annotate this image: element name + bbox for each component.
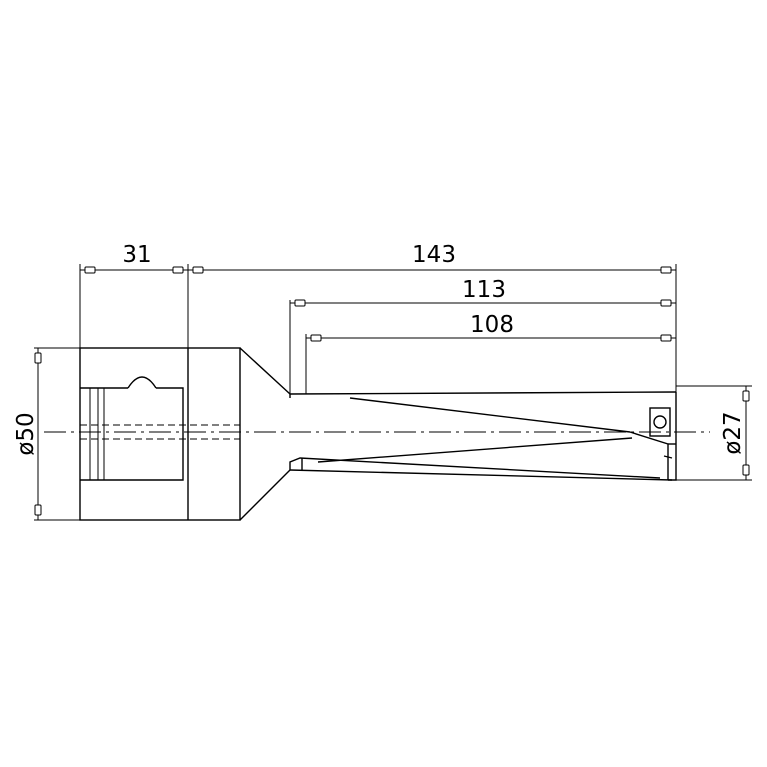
dim-label-31: 31 [122,242,151,268]
dimension-113: 113 [289,277,676,394]
drill-body [289,391,677,481]
dim-label-diameter-50: ø50 [13,412,39,455]
taper-transition [239,347,291,521]
dimension-143: 143 [188,242,677,392]
dimension-31: 31 [79,242,189,348]
shank-body [79,347,241,521]
shank-clamping-flat [80,376,240,481]
dim-label-113: 113 [462,277,506,303]
dimension-diameter-50: ø50 [13,347,80,521]
drill-tip-insert [629,392,677,481]
dim-label-108: 108 [470,312,514,338]
dim-label-diameter-27: ø27 [720,411,746,454]
dimension-diameter-27: ø27 [676,385,752,481]
dim-label-143: 143 [412,242,456,268]
dimension-108: 108 [305,312,676,394]
